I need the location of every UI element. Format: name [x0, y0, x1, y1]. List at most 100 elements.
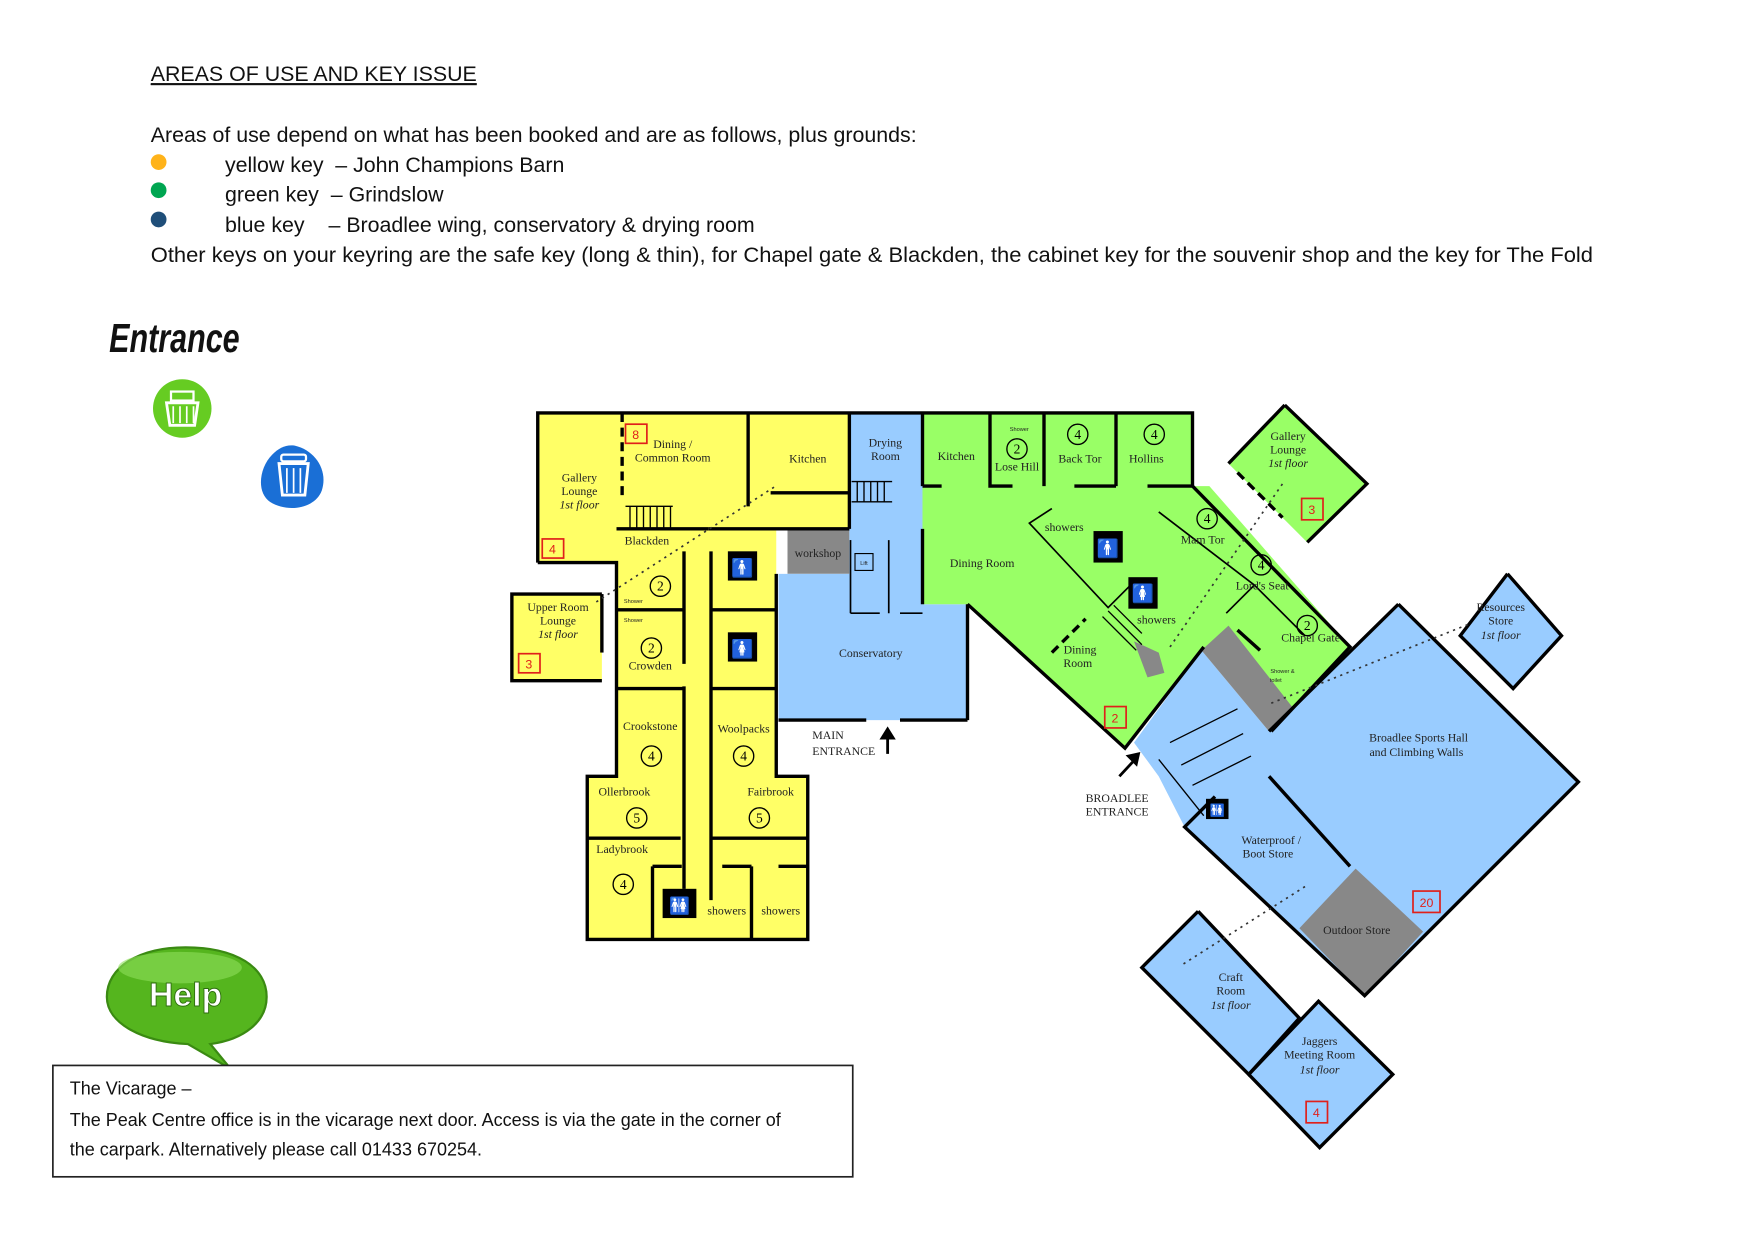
gents-toilet-icon: 🚹: [1093, 531, 1123, 563]
room-label: 1st floor: [560, 498, 600, 512]
key-count: 3: [525, 657, 532, 671]
capacity: 2: [657, 579, 664, 594]
room-label: Shower: [624, 618, 643, 624]
room-label: Broadlee Sports Hall: [1369, 730, 1469, 744]
vicarage-title: The Vicarage –: [70, 1079, 192, 1099]
capacity: 4: [1258, 557, 1265, 572]
outdoor-store-area: [1299, 868, 1424, 996]
room-label: Chapel Gate: [1281, 630, 1340, 644]
room-label: Kitchen: [789, 451, 826, 465]
room-label: Hollins: [1129, 451, 1164, 465]
room-label: and Climbing Walls: [1369, 745, 1463, 759]
room-label: Shower: [624, 599, 643, 605]
room-label: Lounge: [1270, 442, 1306, 456]
capacity: 4: [1204, 511, 1211, 526]
green-dot-icon: [150, 182, 167, 199]
room-label: Mam Tor: [1181, 532, 1225, 546]
room-label: Drying: [869, 436, 903, 450]
capacity: 5: [756, 810, 763, 825]
room-label: showers: [707, 904, 746, 918]
room-label: 1st floor: [538, 627, 578, 641]
room-label: Room: [871, 449, 900, 463]
capacity: 4: [1151, 427, 1158, 442]
room-label: 1st floor: [1268, 456, 1308, 470]
floor-plan: 🚹 🚺 🚻 🚹 🚺 🚻 Gallery Lounge 1st floor 4 8…: [510, 403, 1581, 1150]
room-label: Lose Hill: [995, 459, 1040, 473]
room-label: Upper Room: [527, 600, 588, 614]
room-label: Waterproof /: [1241, 833, 1301, 847]
other-keys-text: Other keys on your keyring are the safe …: [151, 243, 1593, 267]
vicarage-box: [52, 1064, 854, 1178]
room-label: Ollerbrook: [598, 784, 650, 798]
grey-store: [1134, 641, 1165, 678]
room-label: toilet: [1270, 678, 1282, 684]
key-count-box: [1300, 497, 1324, 521]
room-label: showers: [1137, 612, 1176, 626]
room-label: Craft: [1219, 970, 1244, 984]
intro-text: Areas of use depend on what has been boo…: [151, 123, 917, 147]
key-count: 2: [1111, 711, 1118, 725]
broadlee-entrance-arrow-icon: [1118, 751, 1141, 778]
room-label: Common Room: [635, 450, 711, 464]
ladies-toilet-icon: 🚺: [1128, 577, 1158, 609]
yellow-dot-icon: [150, 154, 167, 170]
key-label: yellow key: [225, 153, 324, 177]
room-label: Lord's Seat: [1236, 579, 1290, 593]
wall: [510, 592, 602, 683]
room-label: Meeting Room: [1284, 1048, 1355, 1062]
key-label: green key: [225, 182, 319, 206]
entrance-label: ENTRANCE: [812, 744, 875, 758]
key-area: – John Champions Barn: [335, 153, 564, 177]
room-label: Boot Store: [1242, 846, 1293, 860]
room-label: Shower: [1010, 427, 1029, 433]
key-count-box: [1412, 890, 1441, 914]
key-count: 8: [632, 428, 639, 442]
room-label: showers: [761, 904, 800, 918]
room-label: Kitchen: [938, 449, 975, 463]
key-label: blue key: [225, 213, 305, 237]
room-label: Blackden: [625, 534, 670, 548]
store-area: [1201, 625, 1294, 732]
room-label: Room: [1063, 656, 1092, 670]
room-label: Lounge: [540, 613, 576, 627]
entrance-label: ENTRANCE: [1086, 805, 1149, 819]
room-label: Shower &: [1270, 669, 1295, 675]
gents-toilet-icon: 🚹: [727, 551, 758, 581]
capacity: 4: [1074, 427, 1081, 442]
capacity: 4: [740, 749, 747, 764]
room-label: showers: [1045, 520, 1084, 534]
key-count: 3: [1308, 503, 1315, 517]
entrance-heading: Entrance: [109, 315, 240, 361]
room-label: Lift: [860, 561, 868, 567]
room-label: Lounge: [561, 484, 597, 498]
blue-dot-icon: [150, 211, 167, 228]
room-label: Dining /: [653, 437, 693, 451]
stairs-icon: [625, 480, 1252, 817]
john-champions-barn-area: [537, 412, 850, 940]
capacity: 4: [620, 877, 627, 892]
key-count: 4: [549, 543, 556, 557]
room-label: Outdoor Store: [1323, 923, 1390, 937]
svg-text:🚻: 🚻: [669, 895, 690, 915]
entrance-label: BROADLEE: [1086, 791, 1149, 805]
room-label: Ladybrook: [596, 842, 648, 856]
main-entrance-arrow-icon: [879, 726, 896, 754]
room-label: Gallery: [562, 471, 597, 485]
wall: [537, 560, 810, 942]
room-label: Woolpacks: [718, 721, 771, 735]
svg-text:🚺: 🚺: [1132, 583, 1154, 604]
key-count: 4: [1313, 1106, 1320, 1120]
key-area: – Broadlee wing, conservatory & drying r…: [329, 213, 755, 237]
waste-bin-icon: [260, 445, 324, 508]
room-label: Back Tor: [1058, 451, 1101, 465]
help-label: Help: [149, 976, 222, 1014]
room-label: workshop: [795, 546, 842, 560]
vicarage-text-line: The Peak Centre office is in the vicarag…: [70, 1110, 782, 1130]
key-count: 20: [1420, 896, 1434, 910]
entrance-label: MAIN: [812, 728, 844, 742]
key-area: – Grindslow: [331, 182, 444, 206]
room-label: 1st floor: [1211, 998, 1251, 1012]
green-gallery-lounge-area: [1228, 405, 1367, 543]
key-count-box: [517, 652, 541, 674]
help-bubble[interactable]: Help: [105, 946, 268, 1070]
